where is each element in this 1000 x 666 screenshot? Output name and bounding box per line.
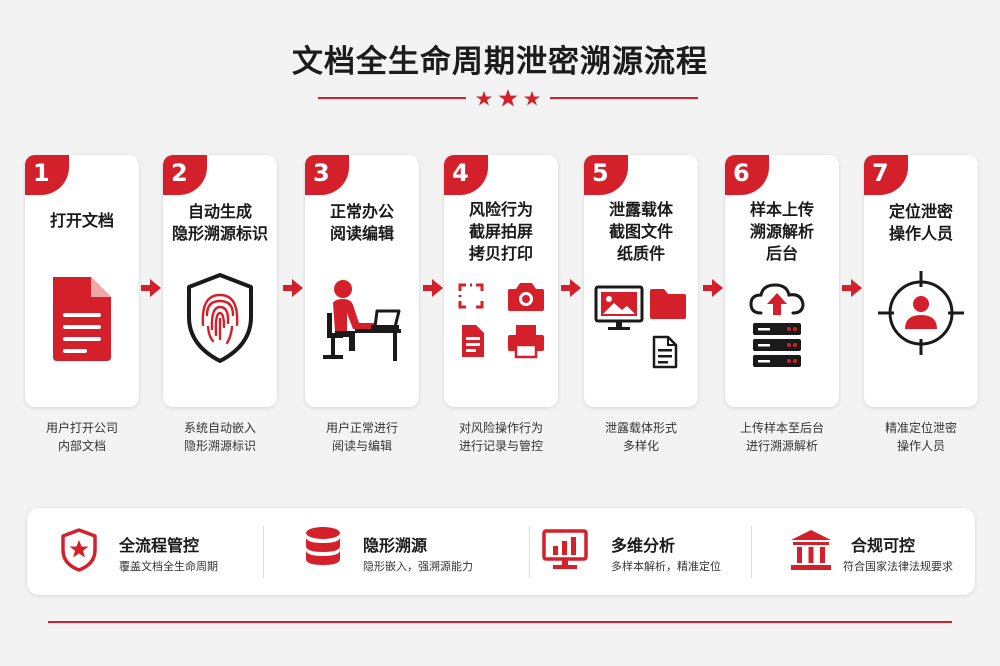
- feature-title: 合规可控: [851, 536, 916, 555]
- feature-panel: 全流程管控 覆盖文档全生命周期 隐形溯源 隐形嵌入，强溯源能力 多维分析 多样本…: [27, 508, 975, 595]
- step-badge: 6: [725, 155, 769, 195]
- risk-actions-icon: [458, 283, 544, 359]
- step-card-1: 1 打开文档: [25, 155, 139, 407]
- feature-invisible-trace: 隐形溯源 隐形嵌入，强溯源能力: [263, 508, 529, 595]
- monitor-image-icon: [594, 285, 644, 330]
- star-shield-icon: [61, 528, 97, 572]
- divider: [263, 526, 264, 578]
- step-card-5: 5 泄露载体截图文件纸质件: [584, 155, 698, 407]
- step-number: 1: [33, 159, 50, 187]
- step-badge: 4: [444, 155, 488, 195]
- step-card-3: 3 正常办公阅读编辑: [305, 155, 419, 407]
- divider: [751, 526, 752, 578]
- star-icon: [476, 91, 492, 106]
- step-card-4: 4 风险行为截屏拍屏拷贝打印: [444, 155, 558, 407]
- server-icon: [753, 323, 801, 367]
- feature-title: 多维分析: [611, 536, 676, 555]
- step-number: 4: [452, 159, 469, 187]
- upload-arrow-icon: [767, 293, 787, 315]
- camera-icon: [508, 283, 544, 311]
- leak-carriers-icon: [594, 285, 686, 369]
- database-icon: [306, 527, 340, 565]
- step-card-2: 2 自动生成隐形溯源标识: [163, 155, 277, 407]
- step-description: 系统自动嵌入隐形溯源标识: [183, 421, 256, 453]
- arrow-right-icon: [561, 279, 581, 297]
- divider: [529, 526, 530, 578]
- arrow-right-icon: [703, 279, 723, 297]
- step-number: 7: [872, 159, 889, 187]
- step-title: 样本上传溯源解析后台: [749, 200, 814, 263]
- arrow-right-icon: [423, 279, 443, 297]
- cloud-upload-server-icon: [749, 283, 805, 367]
- folder-icon: [650, 289, 686, 319]
- star-icon: [524, 91, 540, 106]
- feature-compliance: 合规可控 符合国家法律法规要求: [751, 508, 975, 595]
- feature-description: 多样本解析，精准定位: [611, 560, 721, 573]
- feature-description: 隐形嵌入，强溯源能力: [363, 560, 473, 573]
- paper-icon: [652, 335, 678, 369]
- document-icon: [53, 277, 111, 361]
- step-title: 自动生成隐形溯源标识: [171, 202, 268, 243]
- step-card-6: 6 样本上传溯源解析后台: [725, 155, 839, 407]
- arrow-right-icon: [141, 279, 161, 297]
- page-title: 文档全生命周期泄密溯源流程: [292, 44, 708, 80]
- institution-icon: [791, 530, 831, 570]
- step-number: 3: [313, 159, 330, 187]
- feature-description: 覆盖文档全生命周期: [119, 560, 218, 573]
- user-at-desk-icon: [323, 280, 401, 361]
- cloud-icon: [749, 283, 805, 315]
- process-steps: 1 打开文档 用户打开公司内部文档 2 自动生成隐形溯源标识: [0, 155, 1000, 455]
- analytics-monitor-icon: [542, 529, 588, 569]
- arrow-right-icon: [842, 279, 862, 297]
- feature-title: 全流程管控: [119, 536, 200, 555]
- step-badge: 2: [163, 155, 207, 195]
- step-description: 用户打开公司内部文档: [45, 421, 118, 453]
- feature-full-control: 全流程管控 覆盖文档全生命周期: [27, 508, 263, 595]
- step-badge: 1: [25, 155, 69, 195]
- step-description: 对风险操作行为进行记录与管控: [458, 421, 543, 453]
- step-title: 打开文档: [49, 211, 114, 230]
- printer-icon: [508, 325, 544, 359]
- feature-multi-analysis: 多维分析 多样本解析，精准定位: [529, 508, 751, 595]
- feature-title: 隐形溯源: [363, 536, 428, 555]
- target-person-icon: [878, 271, 964, 355]
- file-icon: [462, 325, 484, 357]
- step-title: 风险行为截屏拍屏拷贝打印: [468, 200, 533, 263]
- star-icon: [498, 89, 518, 107]
- step-number: 6: [733, 159, 750, 187]
- arrow-right-icon: [283, 279, 303, 297]
- step-description: 用户正常进行阅读与编辑: [325, 421, 398, 453]
- step-description: 精准定位泄密操作人员: [884, 421, 957, 453]
- fingerprint-shield-icon: [187, 273, 253, 363]
- step-description: 上传样本至后台进行溯源解析: [739, 421, 824, 453]
- bottom-rule: [48, 621, 952, 623]
- step-number: 5: [592, 159, 609, 187]
- step-badge: 5: [584, 155, 628, 195]
- step-title: 正常办公阅读编辑: [329, 202, 394, 243]
- step-title: 泄露载体截图文件纸质件: [608, 200, 673, 263]
- step-title: 定位泄密操作人员: [888, 202, 953, 243]
- feature-description: 符合国家法律法规要求: [843, 560, 953, 573]
- step-number: 2: [171, 159, 188, 187]
- step-badge: 7: [864, 155, 908, 195]
- step-description: 泄露载体形式多样化: [604, 421, 677, 453]
- title-decoration: [318, 89, 698, 107]
- step-card-7: 7 定位泄密操作人员: [864, 155, 978, 407]
- step-badge: 3: [305, 155, 349, 195]
- screenshot-icon: [458, 283, 484, 309]
